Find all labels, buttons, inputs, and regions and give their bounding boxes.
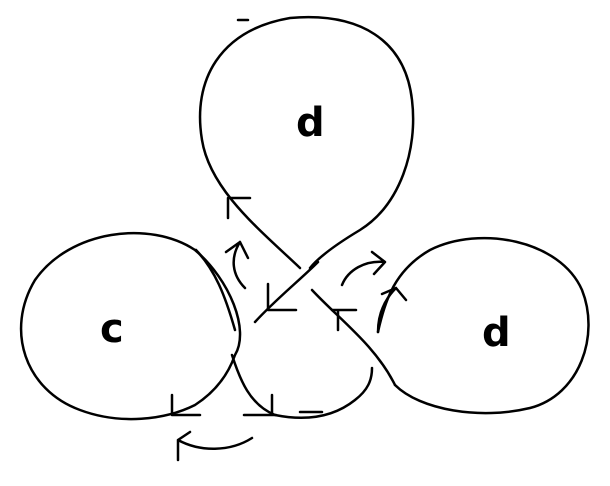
curved-arrows xyxy=(176,240,408,462)
central-strands xyxy=(194,248,397,419)
right-loop-outline xyxy=(376,237,590,415)
label-right: d xyxy=(482,310,511,356)
left-loop xyxy=(19,231,242,421)
label-left: c xyxy=(100,306,124,352)
top-loop xyxy=(198,15,415,270)
arrow-upper-right xyxy=(340,250,387,287)
label-top: d xyxy=(296,100,325,146)
arrow-upper-left xyxy=(224,240,250,290)
marker-center-right xyxy=(330,308,358,332)
strand-top-right-to-bottom xyxy=(310,288,397,387)
marker-bottom-left xyxy=(170,393,202,417)
arrow-right-loop xyxy=(376,286,408,334)
top-loop-outline xyxy=(198,15,415,270)
marker-center-left xyxy=(266,282,298,312)
strand-left-upper xyxy=(194,248,237,332)
left-loop-outline xyxy=(19,231,242,421)
orientation-markers xyxy=(170,196,358,417)
right-loop xyxy=(376,237,590,415)
strand-bottom-center xyxy=(230,353,374,419)
strand-upper-diagonal xyxy=(253,260,320,324)
marker-bottom-center xyxy=(242,393,278,417)
marker-upper-left xyxy=(226,196,252,220)
arrow-bottom xyxy=(176,430,254,462)
